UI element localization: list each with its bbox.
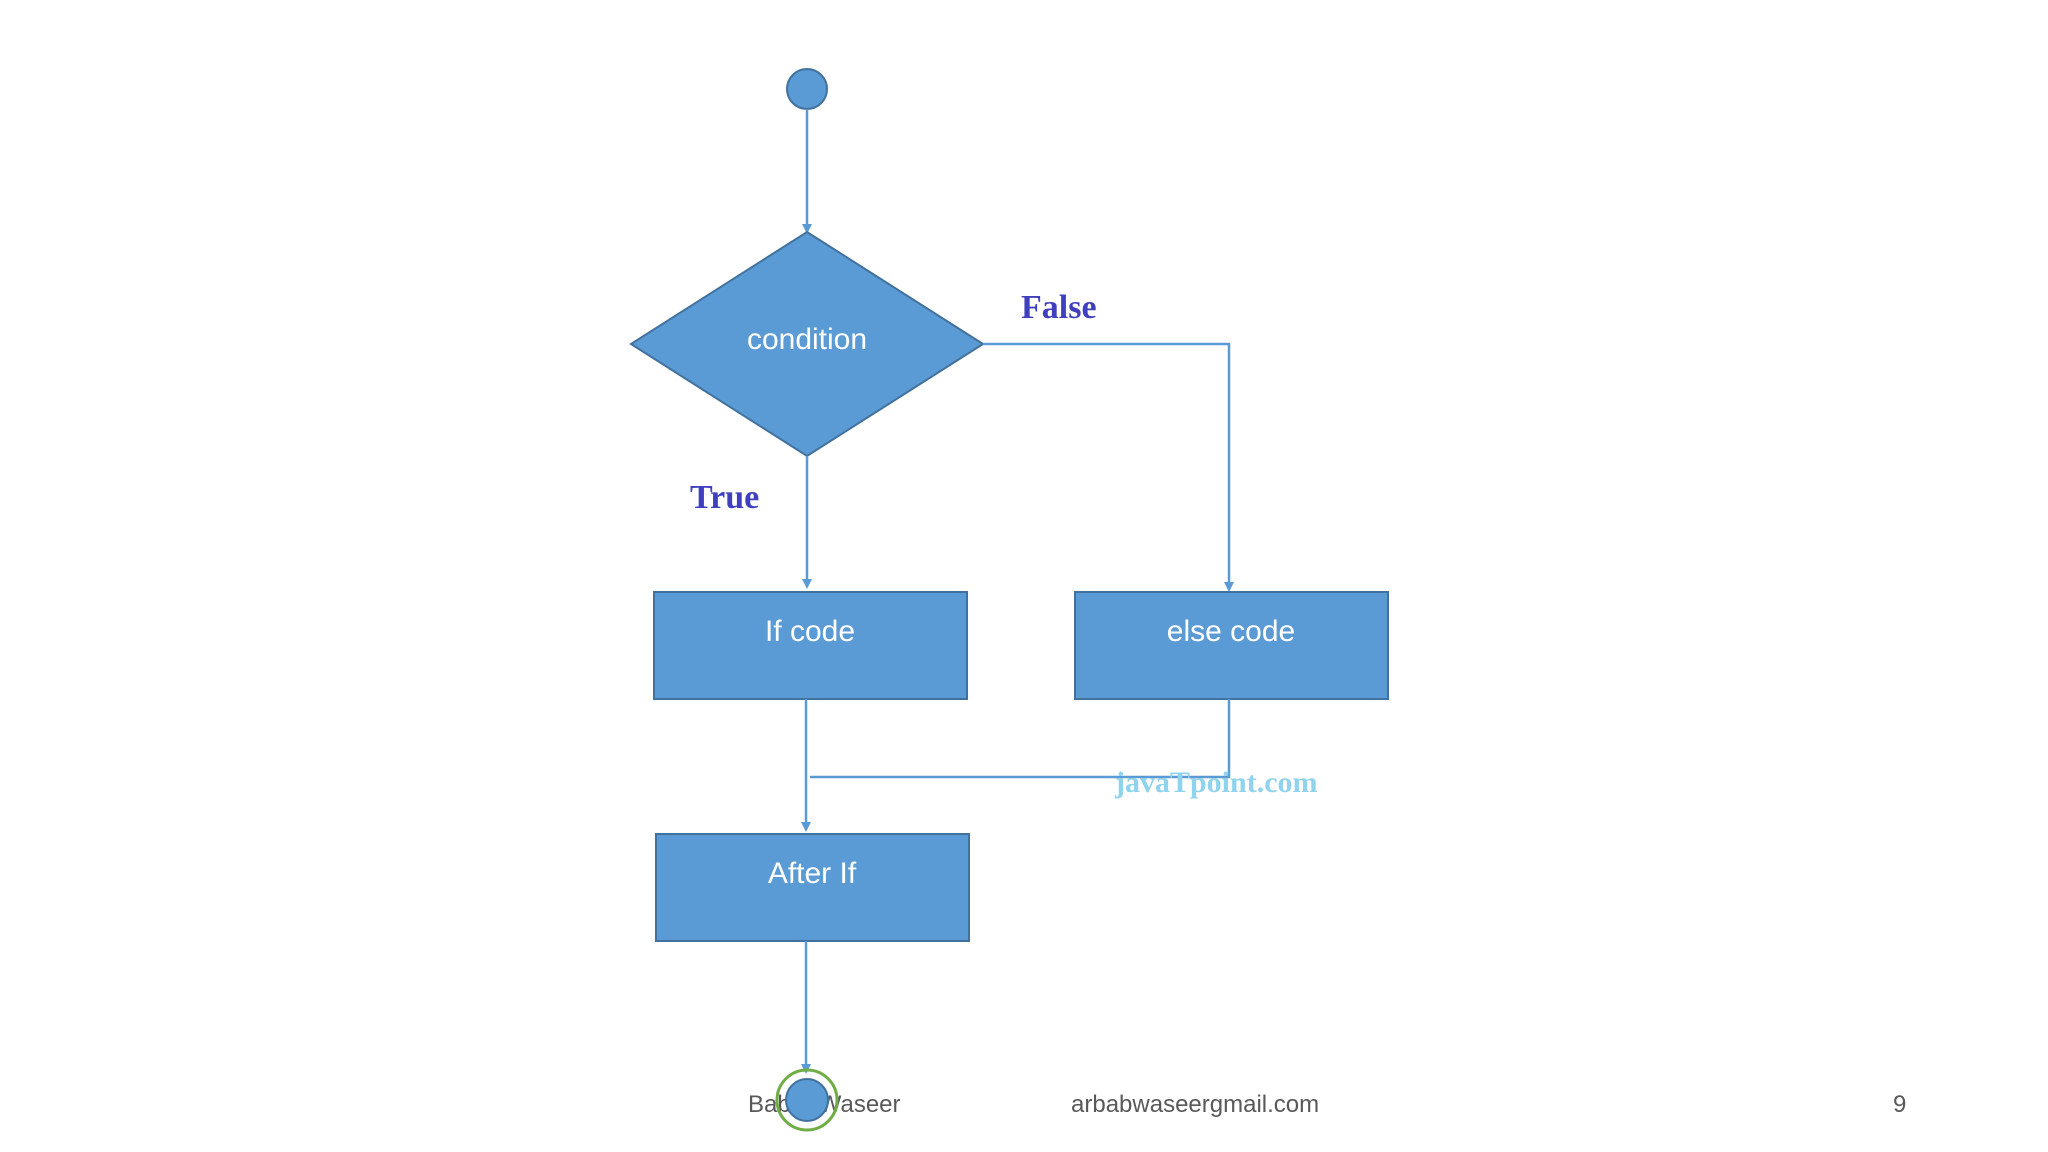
if-code-node bbox=[653, 591, 968, 700]
decision-node-label: condition bbox=[747, 323, 867, 356]
footer-email: arbabwaseergmail.com bbox=[1071, 1091, 1320, 1118]
if-code-node-label: If code bbox=[765, 615, 855, 648]
after-if-node bbox=[655, 833, 970, 942]
footer-page-number: 9 bbox=[1893, 1091, 1907, 1118]
true-label: True bbox=[690, 479, 759, 516]
watermark-text: javaTpoint.com bbox=[1114, 766, 1318, 799]
connector-else-to-merge bbox=[810, 699, 1231, 779]
start-node bbox=[786, 68, 828, 110]
else-code-node bbox=[1074, 591, 1389, 700]
false-label: False bbox=[1021, 289, 1097, 326]
footer-author: Babar Waseer bbox=[748, 1091, 901, 1118]
after-if-node-label: After If bbox=[768, 857, 857, 890]
else-code-node-label: else code bbox=[1167, 615, 1295, 648]
connector-false-branch bbox=[983, 342, 1234, 592]
